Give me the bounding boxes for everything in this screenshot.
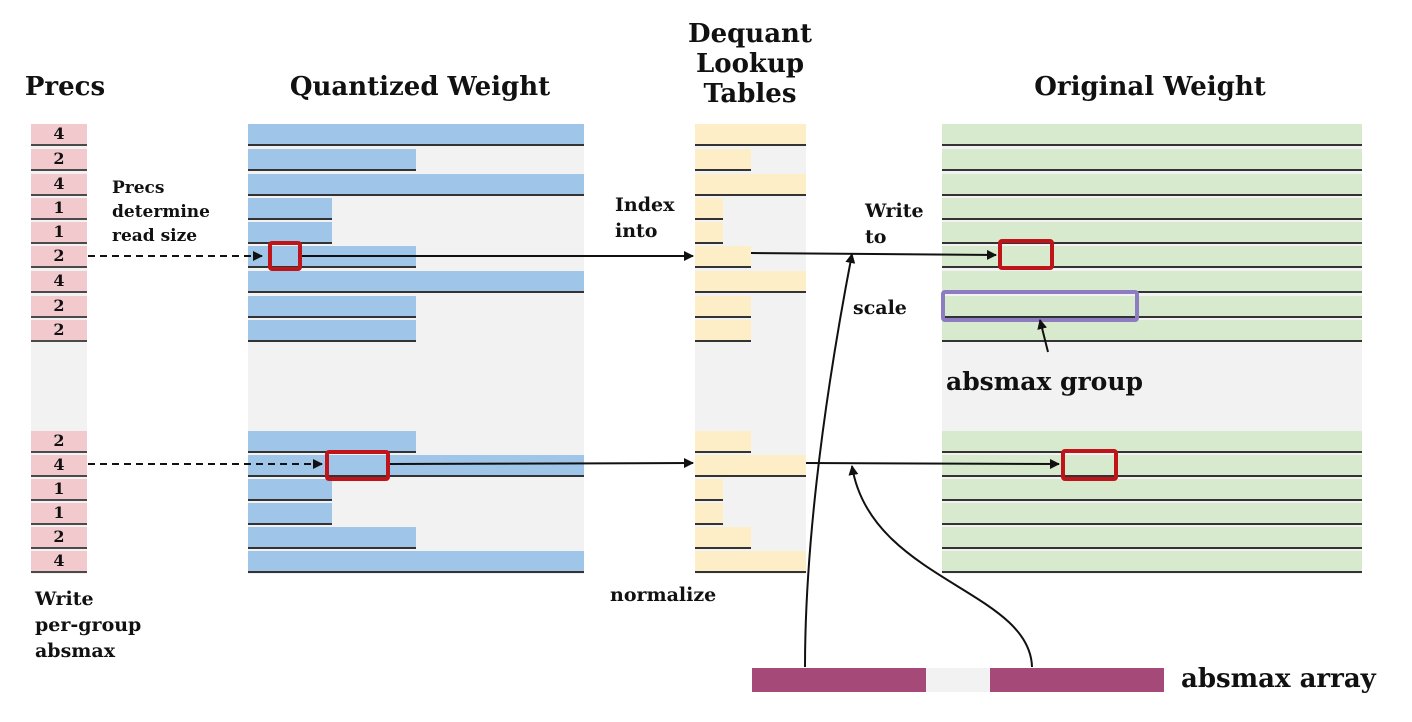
original-weight-row: [942, 222, 1362, 244]
quantized-bar: [248, 296, 416, 318]
absmax-group-label: absmax group: [946, 367, 1143, 396]
annotation-line: per-group: [35, 614, 142, 636]
annotation-line: absmax: [35, 640, 116, 662]
original-weight-row: [942, 551, 1362, 573]
annotation-line: read size: [112, 226, 198, 246]
dequant-title-line-3: Tables: [703, 79, 797, 109]
prec-cell: 2: [31, 320, 87, 342]
dequant-title-line-1: Dequant: [688, 19, 812, 49]
quantized-bar: [248, 503, 332, 525]
prec-cell: 4: [31, 551, 87, 573]
original-weight-title: Original Weight: [1034, 72, 1266, 102]
quantized-bar: [248, 174, 584, 196]
prec-cell: 4: [31, 174, 87, 196]
quantized-bar: [248, 527, 416, 549]
scale-curve-2: [848, 465, 1033, 668]
scale-curve-1: [804, 253, 856, 668]
absmax-group-pointer: [1037, 319, 1049, 353]
absmax-segment: [752, 668, 926, 692]
prec-cell: 2: [31, 431, 87, 453]
original-weight-row: [942, 296, 1362, 318]
index-into-label: Index into: [615, 192, 674, 244]
original-weight-row: [942, 246, 1362, 268]
quantized-read-highlight: [268, 241, 302, 271]
original-weight-row: [942, 479, 1362, 501]
prec-cell: 1: [31, 222, 87, 244]
annotation-line: Precs: [112, 178, 165, 198]
scale-label: scale: [853, 297, 907, 319]
prec-cell: 1: [31, 198, 87, 220]
lookup-bar: [695, 551, 806, 573]
arrow-quant-to-lookup-2: [389, 458, 694, 469]
lookup-bar: [695, 320, 751, 342]
original-weight-row: [942, 503, 1362, 525]
quantized-read-highlight: [325, 450, 390, 481]
original-weight-row: [942, 455, 1362, 477]
lookup-bar: [695, 271, 806, 293]
prec-cell: 2: [31, 149, 87, 171]
write-to-label: Write to: [865, 198, 924, 250]
original-weight-row: [942, 431, 1362, 453]
lookup-bar: [695, 174, 806, 196]
quantized-weight-title: Quantized Weight: [289, 72, 551, 102]
dequant-lookup-tables-title: Dequant Lookup Tables: [660, 19, 840, 109]
quantized-bar: [248, 320, 416, 342]
annotation-line: into: [615, 220, 658, 242]
original-weight-row: [942, 271, 1362, 293]
prec-cell: 4: [31, 271, 87, 293]
lookup-bar: [695, 198, 723, 220]
quantized-bar: [248, 198, 332, 220]
annotation-line: determine: [112, 202, 210, 222]
original-weight-row: [942, 198, 1362, 220]
lookup-bar: [695, 479, 723, 501]
prec-cell: 4: [31, 455, 87, 477]
lookup-bar: [695, 124, 806, 146]
absmax-segment: [990, 668, 1164, 692]
quantized-bar: [248, 271, 584, 293]
lookup-bar: [695, 296, 751, 318]
original-weight-row: [942, 174, 1362, 196]
prec-cell: 1: [31, 479, 87, 501]
quantized-bar: [248, 124, 584, 146]
prec-cell: 1: [31, 503, 87, 525]
annotation-line: Index: [615, 194, 675, 216]
quantized-bar: [248, 149, 416, 171]
lookup-bar: [695, 149, 751, 171]
arrow-lookup-to-original-1: [750, 249, 997, 260]
precs-title: Precs: [24, 72, 106, 102]
precs-determine-read-size-label: Precs determine read size: [112, 176, 210, 248]
absmax-array-label: absmax array: [1181, 664, 1376, 694]
prec-cell: 2: [31, 246, 87, 268]
lookup-bar: [695, 222, 723, 244]
original-weight-row: [942, 149, 1362, 171]
quantized-bar: [248, 455, 584, 477]
prec-cell: 2: [31, 527, 87, 549]
original-weight-row: [942, 124, 1362, 146]
annotation-line: Write: [865, 200, 924, 222]
lookup-bar: [695, 431, 751, 453]
prec-cell: 2: [31, 296, 87, 318]
dequant-title-line-2: Lookup: [695, 49, 805, 79]
normalize-label: normalize: [610, 584, 717, 606]
quantized-bar: [248, 479, 332, 501]
original-write-highlight: [1061, 449, 1118, 481]
lookup-bar: [695, 527, 751, 549]
annotation-line: to: [865, 226, 887, 248]
original-write-highlight: [998, 239, 1054, 270]
quantized-bar: [248, 551, 584, 573]
arrow-lookup-to-original-2: [805, 458, 1060, 469]
lookup-bar: [695, 246, 751, 268]
lookup-bar: [695, 455, 806, 477]
lookup-bar: [695, 503, 723, 525]
annotation-line: Write: [35, 588, 94, 610]
original-weight-row: [942, 527, 1362, 549]
prec-cell: 4: [31, 124, 87, 146]
write-per-group-absmax-label: Write per-group absmax: [35, 586, 141, 664]
